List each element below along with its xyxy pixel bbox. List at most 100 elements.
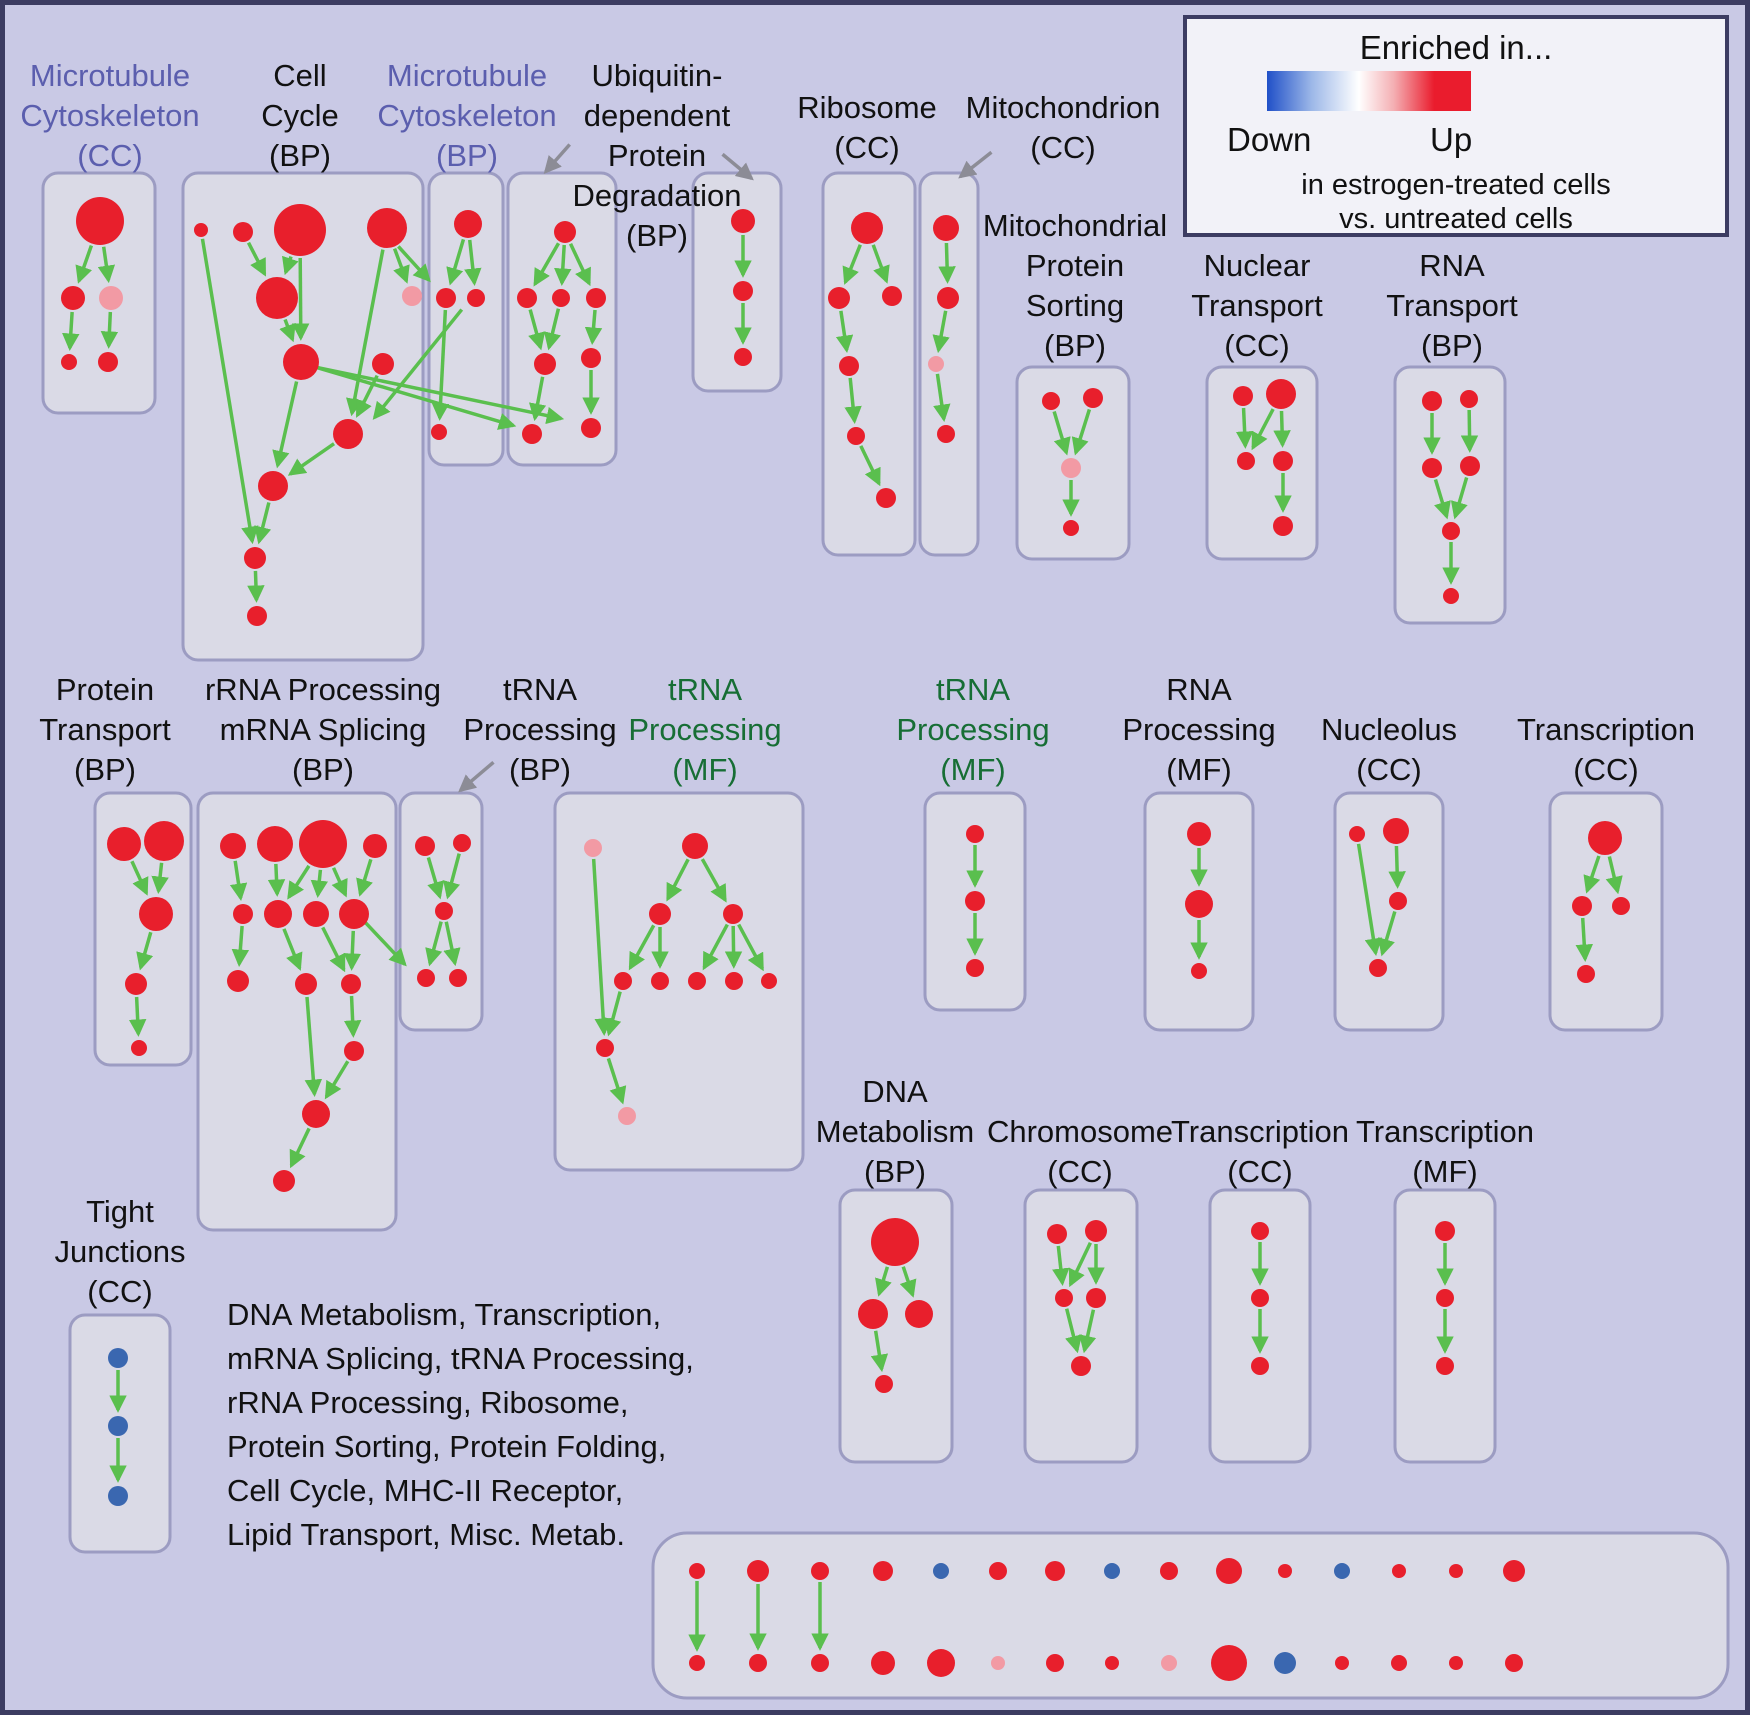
gene-node: [688, 972, 706, 990]
gene-node: [928, 356, 944, 372]
gene-node: [1085, 1220, 1107, 1242]
cell-cycle-bp-edge: [254, 502, 272, 545]
gene-node: [614, 972, 632, 990]
gene-node: [1063, 520, 1079, 536]
gene-node: [991, 1656, 1005, 1670]
trna-processing-mf-1-edge: [606, 1057, 627, 1105]
mitochondrion-cc-box: [918, 171, 980, 557]
gene-node: [1442, 522, 1460, 540]
cross-cluster-edge: [363, 920, 407, 967]
footnote-line: Cell Cycle, MHC-II Receptor,: [227, 1473, 624, 1508]
legend-title: Enriched in...: [1359, 29, 1553, 66]
footnote-line: Lipid Transport, Misc. Metab.: [227, 1517, 625, 1552]
ubiquitin-degradation-bp-box: [506, 171, 618, 467]
gene-node: [131, 1040, 147, 1056]
gene-node: [363, 834, 387, 858]
trna-processing-mf-1-box: [553, 791, 805, 1172]
gene-node: [581, 418, 601, 438]
nuclear-transport-cc-edge: [1273, 410, 1291, 448]
gene-node: [417, 969, 435, 987]
gene-node: [839, 356, 859, 376]
cell-cycle-bp-edge: [287, 442, 336, 476]
gene-node: [1335, 1656, 1349, 1670]
chromosome-cc-edge: [1068, 1241, 1092, 1288]
dna-metabolism-bp-box: [838, 1188, 954, 1464]
rna-transport-bp-edge: [1433, 478, 1451, 520]
mitochondrial-protein-sorting-bp-edge: [1071, 408, 1092, 456]
gene-node: [144, 821, 184, 861]
gene-node: [828, 287, 850, 309]
rrna-processing-mrna-splicing-bp-box: [196, 791, 398, 1232]
microtubule-cytoskeleton-bp-edge: [446, 238, 466, 286]
gene-node: [1185, 890, 1213, 918]
trna-processing-mf-1-edge: [666, 858, 690, 902]
gene-node: [367, 208, 407, 248]
gene-node: [125, 973, 147, 995]
gene-node: [1460, 456, 1480, 476]
gene-node: [858, 1299, 888, 1329]
ribosome-cc-edge: [842, 244, 862, 285]
gene-node: [467, 289, 485, 307]
chromosome-cc-edge: [1079, 1309, 1097, 1354]
protein-transport-bp-edge: [151, 862, 169, 895]
cell-cycle-bp-edge: [291, 257, 310, 341]
gene-node: [554, 221, 576, 243]
protein-transport-bp-edge: [136, 931, 154, 971]
gene-node: [108, 1416, 128, 1436]
gene-node: [302, 1100, 330, 1128]
gene-node: [937, 287, 959, 309]
gene-node: [876, 488, 896, 508]
legend: Enriched in... Down Up in estrogen-treat…: [1183, 15, 1729, 237]
cell-cycle-bp-edge: [392, 248, 410, 284]
cross-cluster-edge: [316, 365, 517, 430]
trna-processing-mf-1-edge: [700, 858, 727, 903]
gene-node: [1334, 1563, 1350, 1579]
gene-node: [871, 1218, 919, 1266]
nuclear-transport-cc-edge: [1251, 408, 1275, 451]
gene-node: [333, 419, 363, 449]
microtubule-cytoskeleton-cc-edge: [62, 311, 80, 351]
transcription-mf-bottom-label: Transcription(MF): [1356, 1114, 1534, 1189]
gene-node: [1042, 392, 1060, 410]
gene-node: [1505, 1654, 1523, 1672]
gene-node: [1191, 963, 1207, 979]
microtubule-cytoskeleton-bp-box: [427, 171, 505, 467]
gene-node: [274, 204, 326, 256]
gene-node: [1422, 391, 1442, 411]
rrna-processing-mrna-splicing-bp-edge: [229, 860, 248, 902]
chromosome-cc-label: Chromosome(CC): [987, 1114, 1173, 1189]
gene-node: [1251, 1357, 1269, 1375]
rrna-processing-mrna-splicing-bp-edge: [231, 925, 250, 967]
gene-node: [1503, 1560, 1525, 1582]
gene-node: [1274, 1652, 1296, 1674]
microtubule-cytoskeleton-cc-edge: [100, 311, 119, 349]
gene-node: [734, 348, 752, 366]
label-pointer-arrow: [958, 150, 993, 179]
gene-node: [1369, 959, 1387, 977]
microtubule-cytoskeleton-bp-edge: [431, 309, 450, 421]
gene-node: [1071, 1356, 1091, 1376]
nuclear-transport-cc-box: [1205, 365, 1319, 561]
gene-node: [449, 969, 467, 987]
gene-node: [247, 606, 267, 626]
transcription-cc-mid-edge: [1583, 855, 1601, 894]
gene-node: [257, 826, 293, 862]
gene-node: [651, 972, 669, 990]
ubiquitin-degradation-bp-edge: [568, 243, 591, 287]
footnote-line: DNA Metabolism, Transcription,: [227, 1297, 662, 1332]
gene-node: [1083, 388, 1103, 408]
gene-node: [194, 223, 208, 237]
gene-node: [1612, 897, 1630, 915]
gene-node: [761, 973, 777, 989]
gene-node: [283, 344, 319, 380]
gene-node: [1086, 1288, 1106, 1308]
gene-node: [811, 1562, 829, 1580]
cell-cycle-bp-edge: [282, 255, 299, 276]
